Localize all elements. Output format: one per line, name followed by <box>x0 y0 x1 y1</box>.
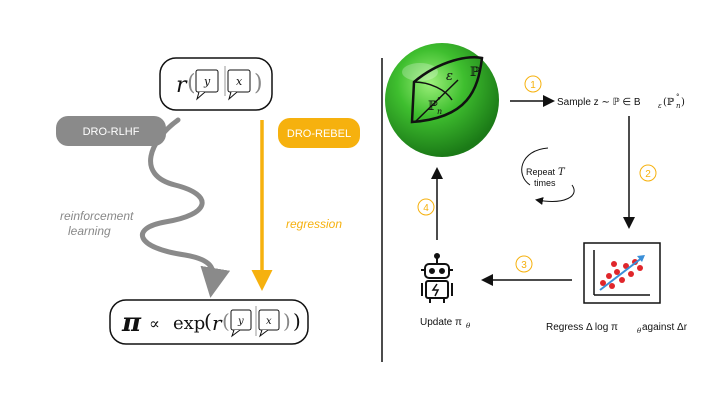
policy-box: π ∝ exp ( r ( y x ) ) <box>109 299 309 345</box>
policy-y-bubble <box>230 309 252 331</box>
dro-rlhf-pill <box>56 116 166 146</box>
repeat-arc-top <box>521 147 549 186</box>
repeat-arc-bottom <box>535 184 575 205</box>
step2-label: 2 <box>645 169 651 180</box>
update-sub: θ <box>466 322 471 330</box>
ambiguity-ball: ε ℙ ℙ ° n <box>385 43 499 157</box>
step1-label: 1 <box>530 80 536 91</box>
repeat-line2: times <box>534 178 556 188</box>
sample-tail-sup: ° <box>676 93 680 101</box>
sample-close: ) <box>681 97 685 108</box>
step3-badge <box>515 255 533 273</box>
sample-tail: (ℙ <box>663 97 674 108</box>
reward-func-label: r <box>176 73 188 98</box>
step2-badge <box>639 164 657 182</box>
policy-y-label: y <box>237 316 244 327</box>
policy-x-label: x <box>266 316 272 327</box>
reward-left-paren: ( <box>187 71 196 96</box>
dro-rebel-pill <box>278 118 360 148</box>
ball-Pn: ℙ <box>428 99 438 114</box>
rl-text-line2: learning <box>68 224 111 238</box>
rl-text-line1: reinforcement <box>60 209 134 223</box>
rl-wavy-arrow <box>140 117 231 298</box>
ball-Pn-sup: ° <box>437 96 441 105</box>
policy-r-label: r <box>212 311 223 335</box>
ball-Pn-sub: n <box>437 107 442 116</box>
sample-tail-sub: n <box>676 102 681 110</box>
sample-label: Sample z ∼ ℙ ∈ B <box>557 97 641 108</box>
reward-y-bubble <box>195 69 219 93</box>
step1-badge <box>524 75 542 93</box>
ball-epsilon: ε <box>446 69 453 84</box>
reward-x-bubble <box>227 69 251 93</box>
proportional-symbol: ∝ <box>149 314 160 333</box>
dro-rebel-label: DRO-REBEL <box>287 128 351 140</box>
step4-badge <box>417 198 435 216</box>
policy-inner-left-paren: ( <box>222 309 230 333</box>
reward-box: r ( ) y x <box>159 57 273 111</box>
reward-x-label: x <box>236 75 243 88</box>
regress-tail: against Δr <box>642 322 688 333</box>
regress-label: Regress Δ log π <box>546 322 618 333</box>
exp-label: exp <box>173 313 205 334</box>
repeat-line1: Repeat <box>526 167 556 177</box>
reward-y-label: y <box>203 75 211 88</box>
regress-sub: θ <box>637 327 642 335</box>
repeat-T: T <box>558 167 566 178</box>
policy-inner-right-paren: ) <box>283 309 291 333</box>
policy-x-bubble <box>258 309 280 331</box>
dro-rlhf-label: DRO-RLHF <box>83 126 140 138</box>
regression-text: regression <box>286 217 342 231</box>
exp-left-paren: ( <box>204 309 212 333</box>
sample-sub: ε <box>658 102 662 110</box>
step4-label: 4 <box>423 203 429 214</box>
policy-symbol: π <box>121 308 142 338</box>
robot-icon <box>421 253 453 303</box>
step3-label: 3 <box>521 260 527 271</box>
reward-right-paren: ) <box>254 71 263 96</box>
update-label: Update π <box>420 317 462 328</box>
ball-P: ℙ <box>470 65 480 80</box>
exp-right-paren: ) <box>293 309 301 333</box>
scatter-plot-icon <box>583 242 661 304</box>
